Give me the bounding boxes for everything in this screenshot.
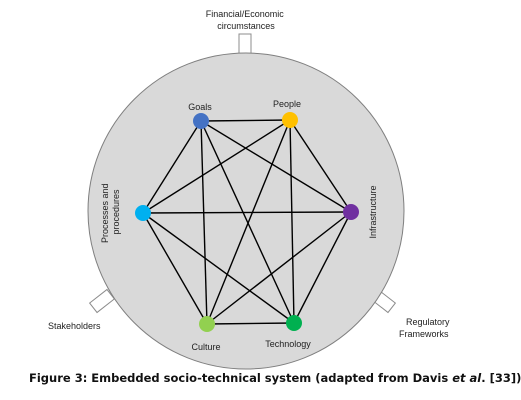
external-label-top-line2: circumstances: [217, 21, 275, 31]
edge-people-processes: [142, 119, 291, 214]
edge-goals-technology: [200, 120, 295, 324]
node-group: [135, 112, 359, 332]
node-label-goals: Goals: [188, 102, 212, 112]
edge-people-infrastructure: [289, 119, 352, 213]
edge-technology-culture: [206, 322, 295, 325]
node-label-processes-line2: procedures: [111, 189, 121, 235]
edge-people-technology: [289, 119, 295, 324]
external-label-top-line1: Financial/Economic: [206, 9, 285, 19]
edge-infrastructure-culture: [206, 211, 352, 325]
external-label-left: Stakeholders: [48, 321, 101, 331]
pillar-top: [238, 33, 252, 55]
edge-culture-processes: [142, 212, 208, 325]
edge-infrastructure-processes: [142, 211, 352, 214]
node-culture: [199, 316, 215, 332]
edge-goals-culture: [200, 120, 208, 325]
edge-infrastructure-technology: [293, 211, 352, 324]
node-technology: [286, 315, 302, 331]
external-label-right: Regulatory Frameworks: [399, 317, 452, 339]
node-people: [282, 112, 298, 128]
node-label-culture: Culture: [191, 342, 220, 352]
edge-technology-processes: [142, 212, 295, 324]
node-processes: [135, 205, 151, 221]
node-label-infrastructure: Infrastructure: [368, 185, 378, 238]
node-label-processes-line1: Processes and: [100, 183, 110, 243]
edge-people-culture: [206, 119, 291, 325]
edge-group: [142, 119, 352, 325]
caption-prefix: Figure 3: Embedded socio-technical syste…: [29, 371, 453, 385]
edge-goals-processes: [142, 120, 202, 214]
node-label-people: People: [273, 99, 301, 109]
external-label-top: Financial/Economic circumstances: [206, 9, 287, 31]
edge-goals-infrastructure: [200, 120, 352, 213]
caption-italic: et al: [452, 371, 482, 385]
caption-suffix: . [33]): [481, 371, 521, 385]
external-label-right-line2: Frameworks: [399, 329, 449, 339]
node-goals: [193, 113, 209, 129]
system-boundary-circle: [87, 52, 405, 370]
pillar-left: [88, 288, 116, 314]
socio-technical-diagram: Financial/Economic circumstances Stakeho…: [48, 9, 452, 370]
node-infrastructure: [343, 204, 359, 220]
edge-goals-people: [200, 119, 291, 122]
figure-caption: Figure 3: Embedded socio-technical syste…: [29, 371, 521, 385]
external-label-right-line1: Regulatory: [406, 317, 450, 327]
node-label-technology: Technology: [265, 339, 311, 349]
node-label-processes: Processes and procedures: [100, 181, 121, 243]
